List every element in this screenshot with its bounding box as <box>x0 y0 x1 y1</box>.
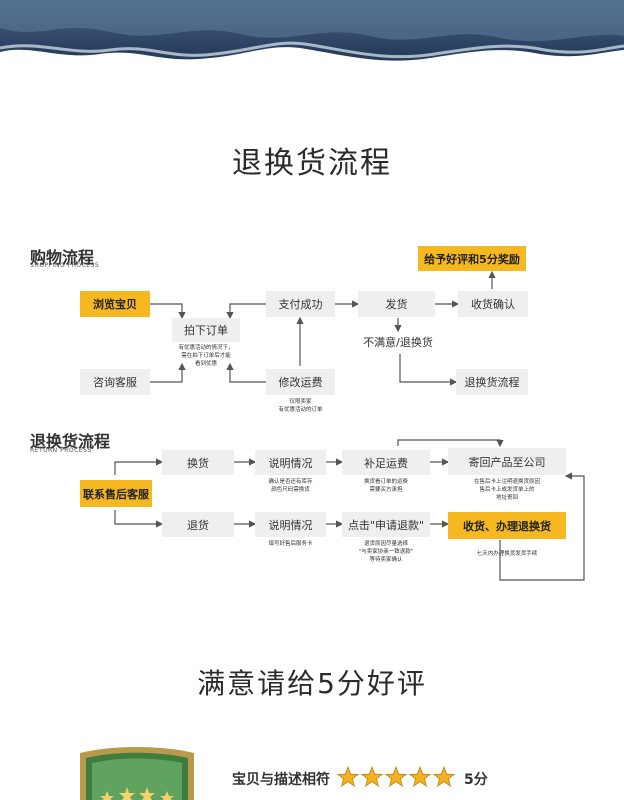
rating-score: 5分 <box>464 772 488 788</box>
explain-exchange-step: 说明情况 <box>255 450 326 475</box>
modify-fee-step: 修改运费 <box>266 369 335 395</box>
add-fee-step: 补足运费 <box>342 450 430 475</box>
modify-note-line: 有优惠活动的订单 <box>278 407 323 413</box>
apply-refund-note-line: 等待卖家确认 <box>369 557 403 563</box>
order-note-line: 需在拍下订单后才能 <box>181 353 231 359</box>
explain-refund-note-line: 填写好售后服务卡 <box>268 541 313 547</box>
modify-note: 仅限卖家 有优惠活动的订单 <box>266 398 335 414</box>
send-back-step: 寄回产品至公司 <box>448 448 566 475</box>
handle-return-note-line: 七天内办理换货发货手续 <box>476 551 538 557</box>
add-fee-note-line: 换货看订单的运费 <box>363 479 408 485</box>
order-note: 有优惠活动的情况下， 需在拍下订单后才能 看到优惠 <box>172 344 240 368</box>
star-icon <box>384 765 408 788</box>
explain-refund-note: 填写好售后服务卡 <box>250 540 331 548</box>
order-note-line: 有优惠活动的情况下， <box>178 345 234 351</box>
rating-label: 宝贝与描述相符 <box>232 772 330 788</box>
contact-service-step: 联系售后客服 <box>80 480 152 507</box>
wave-banner <box>0 0 624 80</box>
apply-refund-note-line: 退货原因尽量选择 <box>363 541 408 547</box>
send-back-note: 在售后卡上注明退换货原因 售后卡上或发货单上的 地址寄回 <box>448 478 566 502</box>
rating-row: 宝贝与描述相符 5分 <box>232 765 488 792</box>
pay-success-step: 支付成功 <box>266 291 335 317</box>
apply-refund-step: 点击"申请退款" <box>342 512 430 537</box>
star-icon <box>432 765 456 788</box>
explain-exchange-note-line: 颜色尺码需换货 <box>271 487 310 493</box>
star-icon <box>360 765 384 788</box>
rating-stars <box>336 765 456 792</box>
unsatisfied-step: 不满意/退换货 <box>363 336 433 349</box>
page-title: 退换货流程 <box>232 146 392 181</box>
send-back-note-line: 在售后卡上注明退换货原因 <box>473 479 540 485</box>
handle-return-note: 七天内办理换货发货手续 <box>448 550 566 558</box>
add-fee-note-line: 需要买方承担 <box>369 487 403 493</box>
shopping-section-title: 购物流程 <box>30 248 95 267</box>
modify-note-line: 仅限卖家 <box>289 399 312 405</box>
explain-refund-step: 说明情况 <box>255 512 326 537</box>
bottom-title: 满意请给5分好评 <box>197 667 427 700</box>
send-back-note-line: 售后卡上或发货单上的 <box>479 487 535 493</box>
order-note-line: 看到优惠 <box>194 361 217 367</box>
apply-refund-note: 退货原因尽量选择 "与卖家协商一致退款" 等待卖家确认 <box>338 540 434 564</box>
send-back-note-line: 地址寄回 <box>495 495 518 501</box>
confirm-step: 收货确认 <box>458 291 528 317</box>
browse-step: 浏览宝贝 <box>80 291 150 317</box>
ship-step: 发货 <box>358 291 435 317</box>
returns-section-title: 退换货流程 <box>30 432 111 451</box>
return-flow-step: 退换货流程 <box>456 369 528 395</box>
shopping-section-subtitle: SHOPPING PROCESS <box>30 262 100 269</box>
consult-step: 咨询客服 <box>80 369 150 395</box>
apply-refund-note-line: "与卖家协商一致退款" <box>358 549 414 555</box>
star-icon <box>408 765 432 788</box>
explain-exchange-note-line: 确认是否还有库存 <box>268 479 313 485</box>
exchange-step: 换货 <box>162 450 234 475</box>
returns-section-subtitle: RETURN PROCESS <box>30 447 92 454</box>
explain-exchange-note: 确认是否还有库存 颜色尺码需换货 <box>250 478 331 494</box>
star-icon <box>336 765 360 788</box>
rating-badge-icon <box>80 747 194 800</box>
add-fee-note: 换货看订单的运费 需要买方承担 <box>338 478 434 494</box>
refund-step: 退货 <box>162 512 234 537</box>
handle-return-step: 收货、办理退换货 <box>448 512 566 539</box>
order-step: 拍下订单 <box>172 318 240 342</box>
praise-step: 给予好评和5分奖励 <box>418 246 526 271</box>
